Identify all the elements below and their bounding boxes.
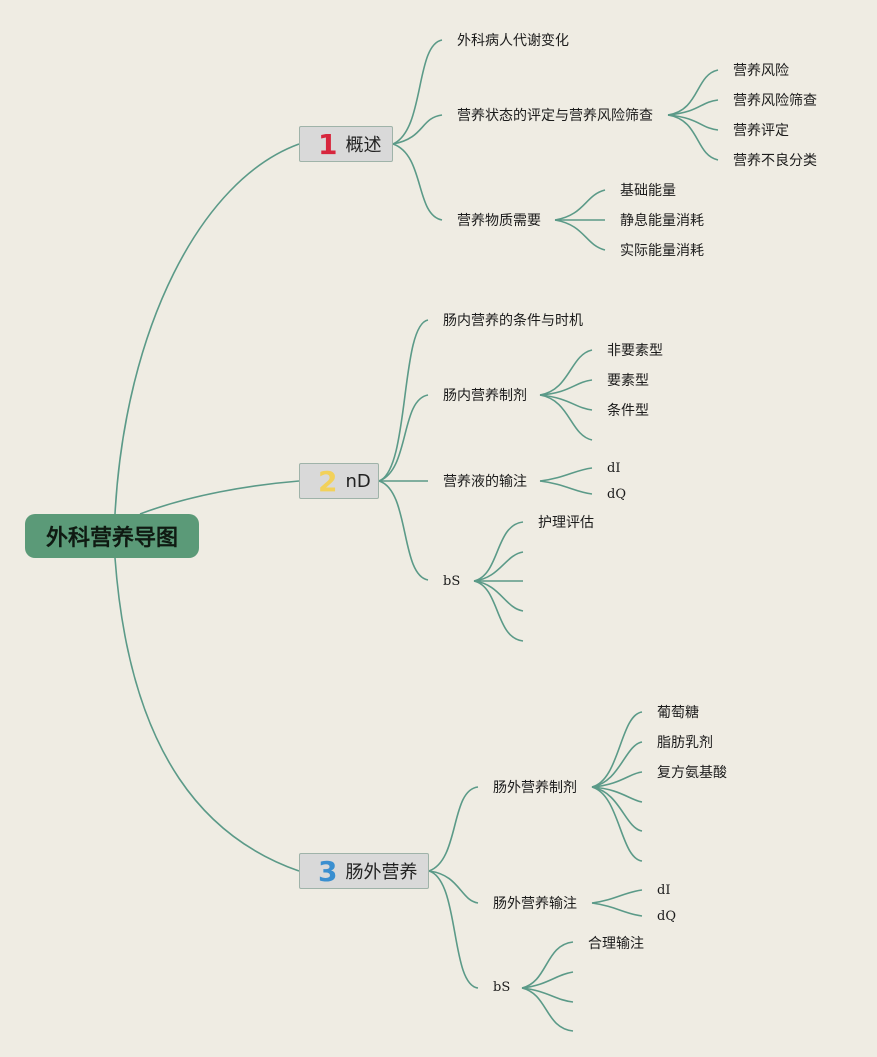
node-resting-energy[interactable]: 静息能量消耗 [620,213,704,229]
topic-1-label: 概述 [345,135,382,156]
node-risk-screening[interactable]: 营养风险筛查 [733,93,817,109]
node-nutrient-needs[interactable]: 营养物质需要 [457,213,541,229]
number-1-icon: 1 [318,127,338,161]
node-conditional[interactable]: 条件型 [607,403,649,419]
root-label: 外科营养导图 [45,526,178,551]
root-node[interactable]: 外科营养导图 [25,514,199,558]
node-actual-energy[interactable]: 实际能量消耗 [620,243,704,259]
node-proper-infusion[interactable]: 合理输注 [588,936,644,952]
node-elemental[interactable]: 要素型 [607,373,649,389]
node-dq-3[interactable]: dQ [657,909,676,924]
topic-3-label: 肠外营养 [345,862,418,883]
topic-2-node[interactable]: 2 nD [299,463,379,499]
node-metabolic-changes[interactable]: 外科病人代谢变化 [457,33,569,49]
node-bs[interactable]: bS [443,574,461,589]
node-nutrition-risk[interactable]: 营养风险 [733,63,789,79]
node-infusion[interactable]: 营养液的输注 [443,474,527,490]
node-enteral-preparations[interactable]: 肠内营养制剂 [443,388,527,404]
node-bs-3[interactable]: bS [493,980,511,995]
node-malnutrition-class[interactable]: 营养不良分类 [733,153,817,169]
node-parenteral-infusion[interactable]: 肠外营养输注 [493,896,577,912]
node-amino-acids[interactable]: 复方氨基酸 [657,765,727,781]
node-di[interactable]: dI [607,461,621,476]
node-glucose[interactable]: 葡萄糖 [657,705,699,721]
node-nursing-assessment[interactable]: 护理评估 [538,515,594,531]
node-fat-emulsion[interactable]: 脂肪乳剂 [657,735,713,751]
node-enteral-timing[interactable]: 肠内营养的条件与时机 [443,313,583,329]
topic-3-node[interactable]: 3 肠外营养 [299,853,429,889]
node-parenteral-preparations[interactable]: 肠外营养制剂 [493,780,577,796]
node-non-elemental[interactable]: 非要素型 [607,343,663,359]
node-di-3[interactable]: dI [657,883,671,898]
node-nutrition-evaluation[interactable]: 营养评定 [733,123,789,139]
node-basal-energy[interactable]: 基础能量 [620,183,676,199]
node-dq[interactable]: dQ [607,487,626,502]
number-3-icon: 3 [318,854,338,888]
number-2-icon: 2 [318,464,338,498]
topic-2-label: nD [345,470,371,492]
topic-1-node[interactable]: 1 概述 [299,126,393,162]
node-nutrition-assessment[interactable]: 营养状态的评定与营养风险筛查 [457,108,653,124]
